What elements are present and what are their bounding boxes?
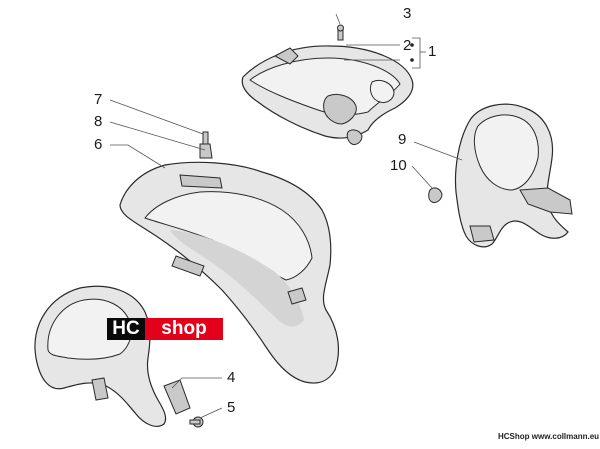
callout-10: 10 [390, 157, 407, 174]
footer-credit: HCShop www.collmann.eu [498, 432, 600, 441]
callout-6: 6 [94, 136, 103, 153]
leader-lines [109, 13, 463, 419]
front-mudguard-part [34, 285, 204, 428]
marker-dot [410, 43, 414, 47]
callout-4: 4 [227, 369, 236, 386]
logo-shop-text: shop [145, 318, 223, 340]
callout-8: 8 [94, 113, 103, 130]
callout-5: 5 [227, 399, 236, 416]
callout-1: 1 [428, 43, 437, 60]
callout-3: 3 [403, 5, 412, 22]
callout-2: 2 [403, 37, 412, 54]
callout-9: 9 [398, 131, 407, 148]
logo-hc-text: HC [107, 318, 145, 340]
handlebar-cover-part [241, 24, 414, 145]
callout-7: 7 [94, 91, 103, 108]
marker-dot [410, 58, 414, 62]
hcshop-logo: HC shop [107, 318, 223, 340]
side-cover-part [428, 103, 573, 248]
front-shield-part [119, 131, 340, 384]
